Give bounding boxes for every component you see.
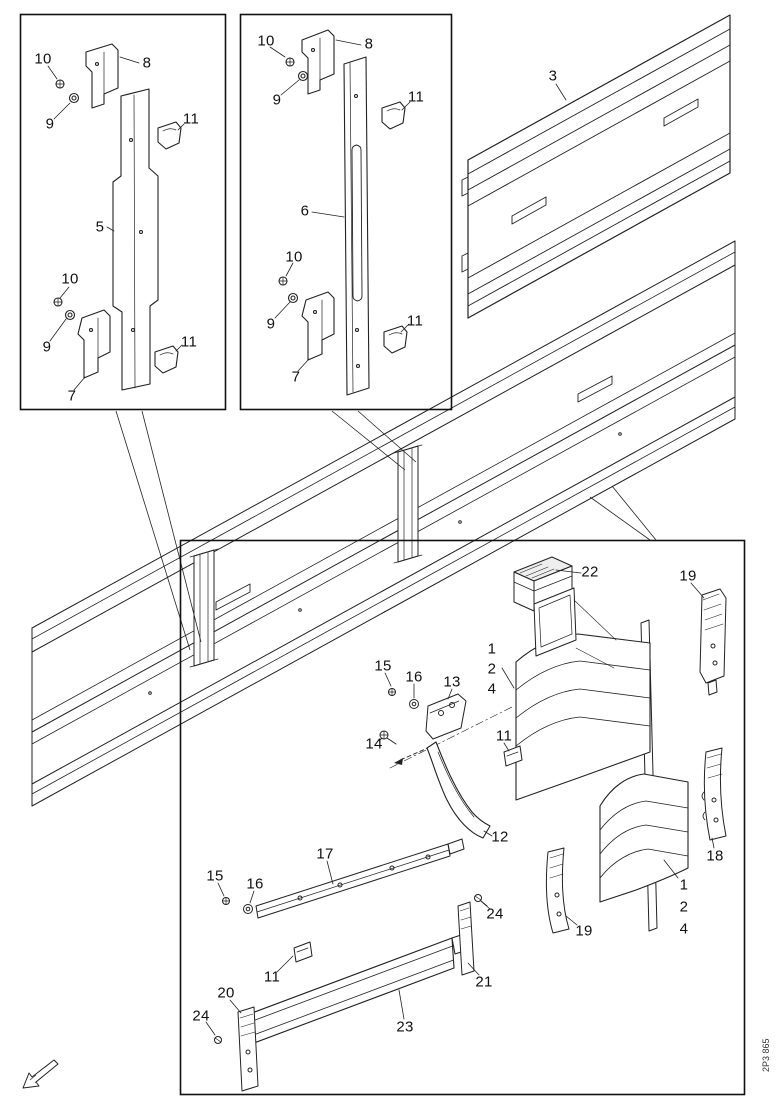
detail-leader-lines (115, 410, 657, 651)
part-9-washer (64, 309, 76, 321)
part-11-clamp (154, 345, 179, 374)
part-16-washer (243, 890, 255, 914)
part-7-clip (77, 309, 111, 379)
inset-box-bottom (179, 539, 746, 1096)
part-18-end-cap (701, 747, 727, 849)
part-5-strip (112, 88, 159, 391)
part-22-bracket (513, 556, 617, 669)
part-11-clamp (383, 325, 408, 354)
part-16-washer (409, 683, 419, 709)
part-3-panel (461, 14, 731, 319)
main-rail-assembly (31, 240, 736, 807)
rail-slot (215, 375, 613, 611)
part-11-clip-lower (276, 941, 313, 973)
part-15-screw (384, 672, 396, 696)
part-1-panel-upper (501, 633, 651, 801)
drawing-code: 2P3 865 (761, 1038, 771, 1072)
detail-part-5 (47, 43, 185, 391)
part-11-clamp (157, 121, 182, 150)
rail-strap-front (189, 548, 219, 668)
part-17-strip (255, 838, 465, 919)
part-11-clip-upper (503, 742, 523, 767)
part-10-screw (285, 57, 295, 67)
detail-part-6 (269, 29, 411, 396)
inset-boxes (19, 13, 746, 1096)
part-1-panel-lower (599, 773, 689, 903)
rail-strap-rear (393, 444, 423, 564)
inset-box-top-middle (239, 13, 453, 411)
part-10-screw (53, 297, 63, 307)
part-7-clip (301, 291, 335, 361)
part-24-screw (474, 894, 491, 910)
part-19-end-cap-lower (545, 847, 578, 934)
part-24-screw (205, 1021, 222, 1044)
part-9-washer (297, 70, 309, 82)
part-19-end-cap-top (690, 582, 727, 696)
view-direction-arrow (22, 1059, 59, 1089)
part-12-arm (426, 741, 493, 839)
part-11-clamp (381, 101, 406, 130)
exploded-view (205, 556, 727, 1092)
part-20-end-cap (229, 999, 259, 1092)
part-9-washer (287, 292, 299, 304)
part-13-bracket (425, 688, 467, 740)
part-23-panel (243, 933, 468, 1047)
part-15-screw (217, 882, 230, 905)
inset-box-top-left (19, 13, 227, 411)
part-9-washer (68, 92, 80, 104)
part-8-clip (85, 43, 119, 109)
part-10-screw (55, 79, 65, 89)
part-8-clip (301, 29, 335, 95)
part-14-bolt (378, 730, 397, 745)
part-21-strip (457, 901, 480, 976)
part-10-screw (278, 276, 288, 286)
